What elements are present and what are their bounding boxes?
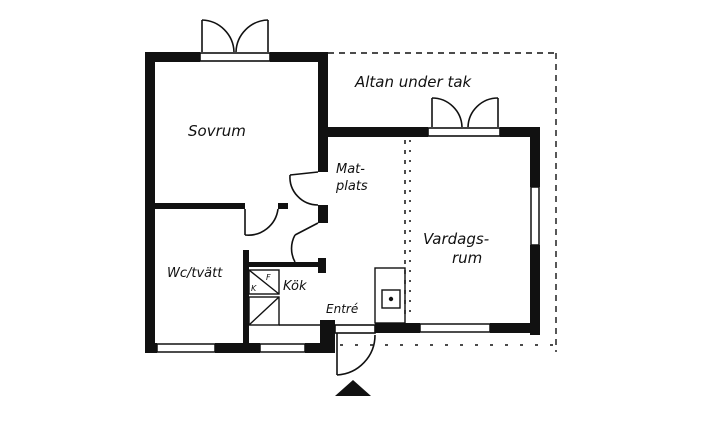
kitchen-fixtures: [248, 267, 406, 326]
label-wc: Wc/tvätt: [167, 266, 223, 281]
label-matplats-2: plats: [335, 179, 368, 194]
doors: [199, 19, 501, 376]
label-f: F: [266, 273, 271, 282]
label-kok: Kök: [283, 279, 307, 294]
label-entre: Entré: [326, 302, 358, 316]
label-vardagsrum-1: Vardags-: [423, 230, 489, 248]
room-labels: Sovrum Altan under tak Mat- plats Vardag…: [167, 73, 489, 316]
walls: [145, 52, 540, 353]
altan-outline: [328, 52, 557, 352]
label-matplats-1: Mat-: [336, 162, 365, 177]
label-altan: Altan under tak: [354, 73, 473, 91]
windows: [156, 140, 540, 353]
label-vardagsrum-2: rum: [452, 249, 482, 267]
label-sovrum: Sovrum: [188, 122, 246, 140]
entrance-arrow-icon: [335, 380, 371, 396]
label-k: K: [251, 284, 257, 293]
